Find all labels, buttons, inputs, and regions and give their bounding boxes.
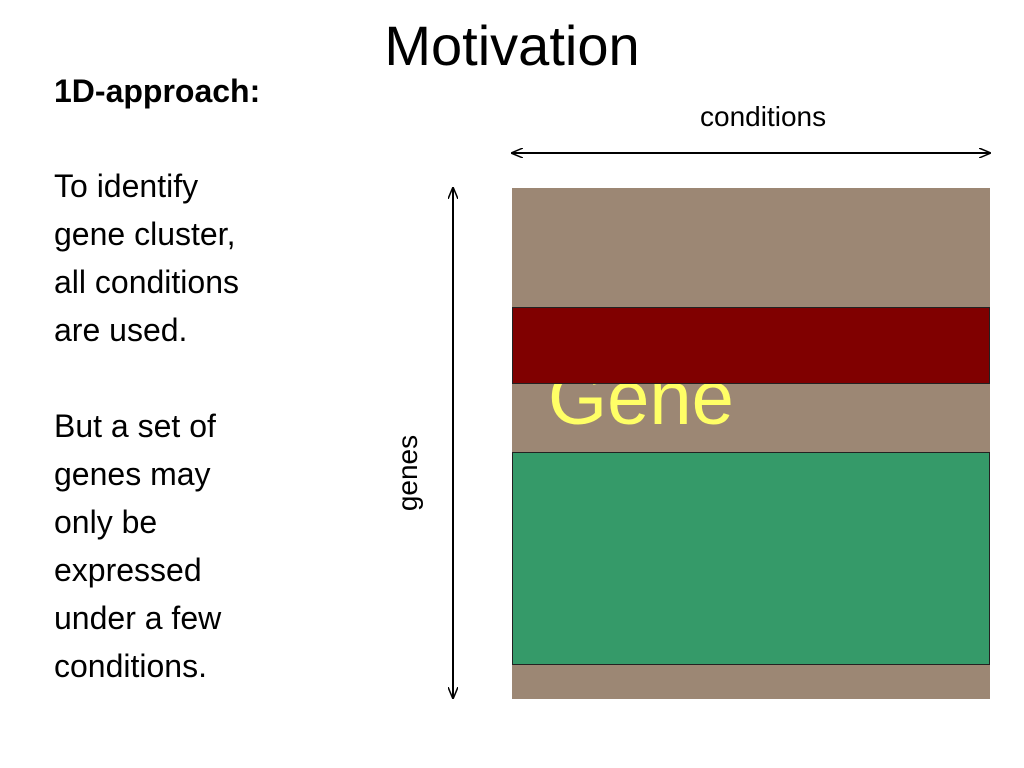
paragraph-line: expressed (54, 552, 202, 588)
conditions-axis-label: conditions (700, 101, 827, 132)
paragraph-line: To identify (54, 168, 199, 204)
paragraph-line: gene cluster, (54, 216, 236, 252)
approach-heading: 1D-approach: (54, 73, 261, 109)
paragraph-line: conditions. (54, 648, 207, 684)
green-bicluster-block (512, 452, 990, 665)
paragraph-line: under a few (54, 600, 222, 636)
paragraph-line: But a set of (54, 408, 216, 444)
paragraph-line: only be (54, 504, 158, 540)
paragraph-line: genes may (54, 456, 211, 492)
slide-title: Motivation (384, 14, 640, 77)
paragraph-line: are used. (54, 312, 188, 348)
red-gene-cluster-band (512, 307, 990, 384)
paragraph-line: all conditions (54, 264, 239, 300)
paragraph-subset: But a set of genes may only be expressed… (54, 402, 354, 690)
paragraph-identify: To identify gene cluster, all conditions… (54, 162, 354, 354)
